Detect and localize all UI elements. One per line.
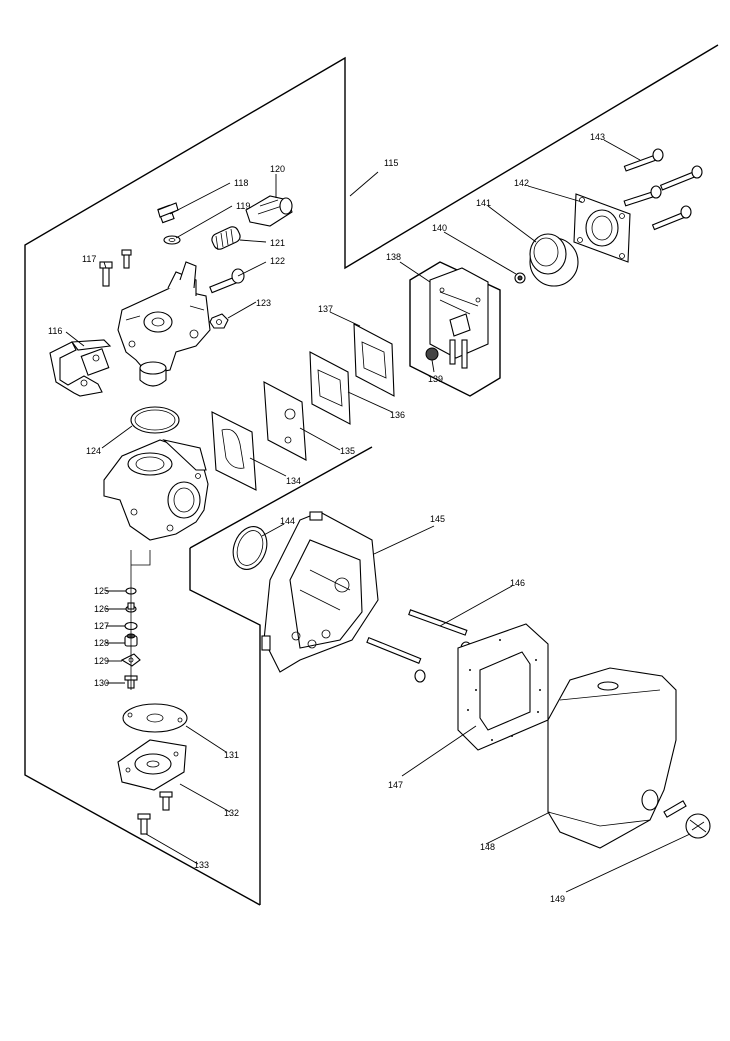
label-145: 145 [430, 514, 445, 524]
part-132-screw [159, 791, 173, 811]
leader-lines [65, 139, 691, 893]
label-118: 118 [234, 178, 248, 188]
label-140: 140 [432, 223, 447, 233]
part-124-o-ring [130, 406, 180, 434]
part-139-filter [425, 347, 439, 361]
label-119: 119 [236, 201, 250, 211]
part-117-small-screw [121, 249, 132, 269]
part-labels: 115 116 117 118 119 120 121 122 123 124 … [48, 132, 605, 904]
part-117-screw [99, 261, 113, 287]
label-117: 117 [82, 254, 96, 264]
label-143: 143 [590, 132, 605, 142]
part-134-gasket [211, 411, 257, 491]
part-145-case [261, 511, 379, 673]
part-136-gasket [309, 351, 351, 425]
part-131-diaphragm [122, 703, 188, 733]
label-146: 146 [510, 578, 525, 588]
part-137-gasket [353, 323, 395, 397]
part-142-plate [573, 193, 631, 263]
label-149: 149 [550, 894, 565, 904]
label-124: 124 [86, 446, 101, 456]
part-149-knob [663, 800, 711, 839]
carburetor-main-body [103, 439, 209, 541]
part-123-nut [209, 313, 229, 329]
part-132-cover [117, 739, 187, 791]
part-133-screw [137, 813, 151, 835]
part-135-diaphragm-plate [263, 381, 307, 461]
part-143-screws [623, 148, 703, 231]
label-135: 135 [340, 446, 355, 456]
label-132: 132 [224, 808, 239, 818]
label-120: 120 [270, 164, 285, 174]
label-129: 129 [94, 656, 109, 666]
label-126: 126 [94, 604, 109, 614]
label-134: 134 [286, 476, 301, 486]
label-116: 116 [48, 326, 62, 336]
label-125: 125 [94, 586, 109, 596]
part-140-valve [514, 272, 526, 284]
part-138-pump-body [429, 267, 489, 369]
label-144: 144 [280, 516, 295, 526]
part-121-spring [211, 226, 241, 251]
label-115: 115 [384, 158, 398, 168]
label-130: 130 [94, 678, 109, 688]
label-127: 127 [94, 621, 109, 631]
label-142: 142 [514, 178, 529, 188]
carburetor-upper-body [117, 261, 211, 387]
label-128: 128 [94, 638, 109, 648]
assembly-frame [24, 44, 719, 906]
part-116-bracket [49, 339, 112, 397]
label-147: 147 [388, 780, 403, 790]
label-133: 133 [194, 860, 209, 870]
part-120-lever [245, 195, 293, 227]
label-139: 139 [428, 374, 443, 384]
label-137: 137 [318, 304, 333, 314]
part-138-pump-frame [409, 261, 501, 397]
label-122: 122 [270, 256, 285, 266]
part-147-foam-filter [457, 623, 549, 751]
label-131: 131 [224, 750, 239, 760]
part-148-cover [547, 667, 677, 849]
label-136: 136 [390, 410, 405, 420]
label-123: 123 [256, 298, 271, 308]
part-141-cup [529, 233, 579, 287]
part-122-screw [209, 268, 245, 294]
part-144-o-ring [232, 526, 268, 570]
label-121: 121 [270, 238, 285, 248]
part-146-bolts [366, 609, 472, 683]
label-141: 141 [476, 198, 491, 208]
label-138: 138 [386, 252, 401, 262]
label-148: 148 [480, 842, 495, 852]
part-118-screw [157, 202, 179, 224]
